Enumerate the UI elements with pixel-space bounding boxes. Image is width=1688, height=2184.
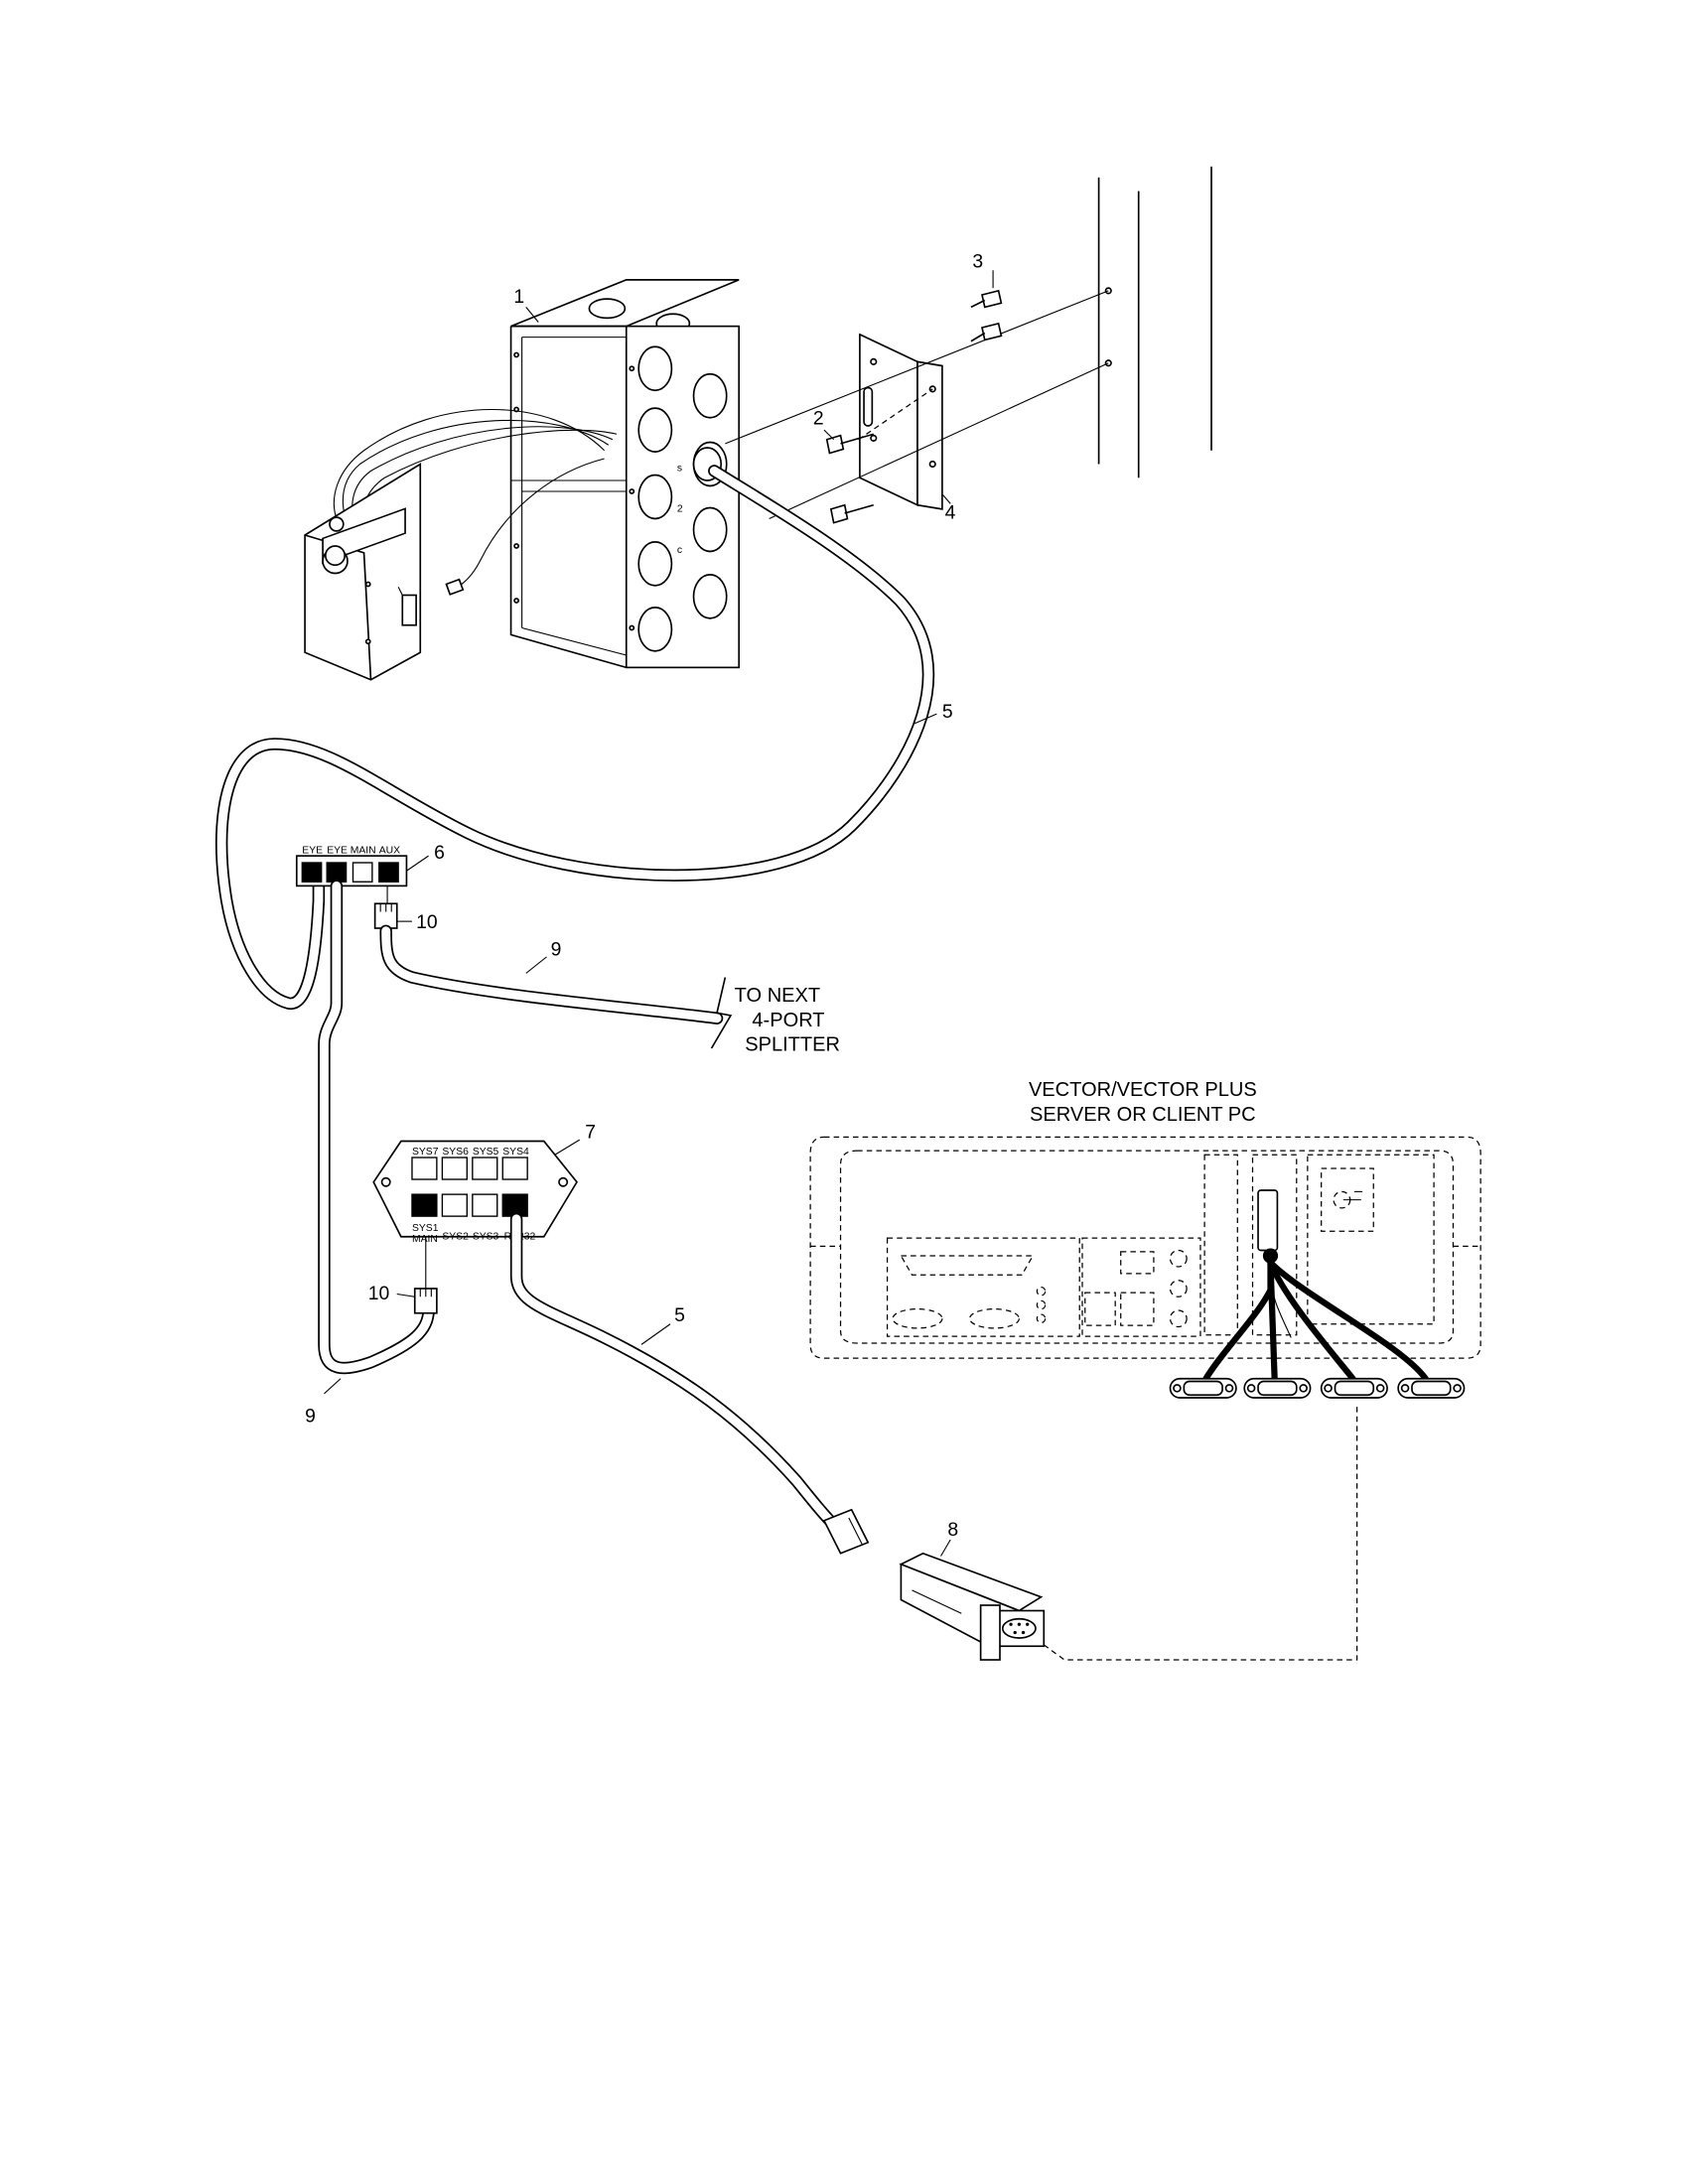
callout-10-upper: 10 xyxy=(416,912,438,933)
callout-leaders xyxy=(324,270,994,1557)
junction-box: s 2 c xyxy=(509,279,741,669)
note-next-splitter-line2: 4-PORT xyxy=(752,1010,824,1031)
mounting-bracket xyxy=(725,290,1109,519)
pc-title-line1: VECTOR/VECTOR PLUS xyxy=(1029,1079,1257,1101)
port-main: MAIN xyxy=(351,845,376,856)
cable-item-5-lower xyxy=(509,1212,870,1555)
eye-module xyxy=(304,409,618,681)
cable-item-9-upper xyxy=(379,924,733,1049)
callout-9-upper: 9 xyxy=(551,940,562,961)
port-eye-2: EYE xyxy=(327,845,348,856)
callout-2: 2 xyxy=(813,409,824,430)
connector-item-10-lower xyxy=(413,1236,438,1314)
port-sys4: SYS4 xyxy=(502,1147,529,1158)
port-sys1: SYS1 xyxy=(412,1223,439,1234)
port-sys5: SYS5 xyxy=(473,1147,499,1158)
callout-8: 8 xyxy=(947,1520,958,1541)
box-mark-2: 2 xyxy=(677,504,683,515)
callout-6: 6 xyxy=(434,843,445,864)
callouts: 1 2 3 4 5 6 10 9 7 10 5 9 8 xyxy=(305,252,983,1541)
port-sys7: SYS7 xyxy=(412,1147,439,1158)
note-next-splitter-line3: SPLITTER xyxy=(745,1034,840,1056)
callout-5-lower: 5 xyxy=(674,1305,685,1326)
note-pc: VECTOR/VECTOR PLUS SERVER OR CLIENT PC xyxy=(1029,1079,1257,1126)
callout-7: 7 xyxy=(585,1123,596,1144)
wall xyxy=(1097,166,1212,478)
note-next-splitter-line1: TO NEXT xyxy=(735,985,821,1007)
port-sys1-main: MAIN xyxy=(412,1234,438,1245)
callout-5-upper: 5 xyxy=(942,702,953,723)
cable-item-5-upper xyxy=(214,447,935,1010)
box-mark-c: c xyxy=(677,545,682,556)
bolt-item-2 xyxy=(825,433,874,524)
pc-fanout-cable xyxy=(1202,1189,1429,1382)
callout-10-lower: 10 xyxy=(368,1284,390,1304)
cable-item-9-lower xyxy=(318,880,435,1375)
callout-4: 4 xyxy=(945,503,956,524)
port-sys2: SYS2 xyxy=(442,1232,469,1243)
port-aux: AUX xyxy=(379,845,400,856)
db9-adapter-item-8 xyxy=(899,1552,1046,1661)
screw-item-3 xyxy=(970,289,1003,342)
port-sys6: SYS6 xyxy=(442,1147,469,1158)
callout-9-lower: 9 xyxy=(305,1407,316,1428)
note-next-splitter: TO NEXT 4-PORT SPLITTER xyxy=(735,985,840,1055)
connector-item-10-upper xyxy=(373,886,398,929)
splitter-8port: SYS7 SYS6 SYS5 SYS4 SYS1 MAIN SYS2 SYS3 … xyxy=(372,1140,578,1245)
callout-3: 3 xyxy=(972,252,983,273)
splitter-4port: EYE EYE MAIN AUX xyxy=(295,845,408,887)
db9-connectors xyxy=(1169,1377,1466,1399)
dashed-connection xyxy=(1043,1403,1358,1661)
port-sys3: SYS3 xyxy=(473,1232,499,1243)
port-eye-1: EYE xyxy=(302,845,323,856)
box-mark-s: s xyxy=(677,463,682,474)
pc-rear-panel xyxy=(809,1136,1481,1359)
pc-title-line2: SERVER OR CLIENT PC xyxy=(1030,1104,1256,1126)
callout-1: 1 xyxy=(513,287,524,308)
